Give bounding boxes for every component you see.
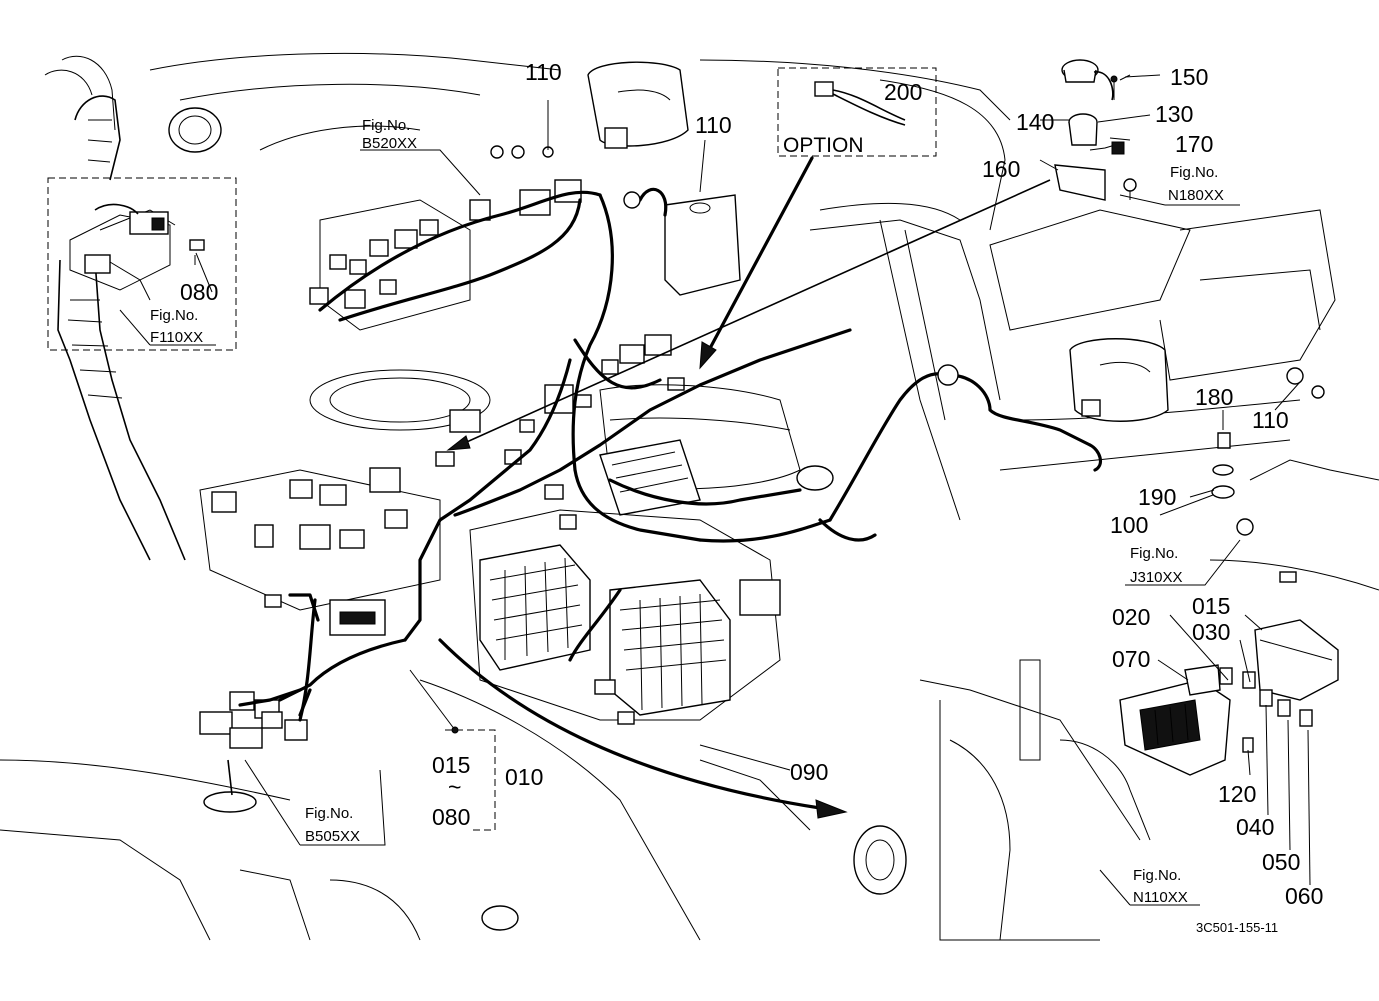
label-010: 010 <box>505 764 543 790</box>
part-number-labels: 110 110 200 OPTION 150 140 130 170 160 0… <box>180 59 1323 909</box>
fig-ref-n180-line2: N180XX <box>1168 187 1224 204</box>
inset-detail-box <box>47 177 237 351</box>
label-070: 070 <box>1112 646 1150 672</box>
fig-ref-n110-line2: N110XX <box>1133 889 1188 906</box>
label-160: 160 <box>982 156 1020 182</box>
fig-ref-n110-line1: Fig.No. <box>1133 867 1181 884</box>
leader-lines <box>119 74 1311 906</box>
label-190: 190 <box>1138 484 1176 510</box>
label-170: 170 <box>1175 131 1213 157</box>
main-wiring-harness <box>238 187 1103 722</box>
figure-references: Fig.No. B520XX Fig.No. N180XX Fig.No. F1… <box>150 117 1224 906</box>
option-label: OPTION <box>783 134 864 157</box>
label-040: 040 <box>1236 814 1274 840</box>
callout-arrows <box>438 74 1131 819</box>
label-020: 020 <box>1112 604 1150 630</box>
label-050: 050 <box>1262 849 1300 875</box>
drawing-code: 3C501-155-11 <box>1196 920 1278 935</box>
fig-ref-b505-line1: Fig.No. <box>305 805 353 822</box>
label-group-tilde: ~ <box>448 774 461 800</box>
label-150: 150 <box>1170 64 1208 90</box>
fig-ref-b505-line2: B505XX <box>305 828 360 845</box>
label-110-top: 110 <box>525 59 562 85</box>
label-100: 100 <box>1110 512 1148 538</box>
label-110-right: 110 <box>1252 407 1289 433</box>
label-140: 140 <box>1016 109 1054 135</box>
fig-ref-b520-line2: B520XX <box>362 135 417 152</box>
fig-ref-j310-line2: J310XX <box>1130 569 1183 586</box>
label-120: 120 <box>1218 781 1256 807</box>
fig-ref-j310-line1: Fig.No. <box>1130 545 1178 562</box>
tractor-body-outline <box>0 52 1379 941</box>
fig-ref-f110-line1: Fig.No. <box>150 307 198 324</box>
label-130: 130 <box>1155 101 1193 127</box>
label-030: 030 <box>1192 619 1230 645</box>
label-110-mid: 110 <box>695 112 732 138</box>
accessory-socket-assembly <box>1054 59 1137 201</box>
fig-ref-f110-line2: F110XX <box>150 329 203 346</box>
label-015-right: 015 <box>1192 593 1230 619</box>
label-200: 200 <box>884 79 922 105</box>
label-015-group: 015 <box>432 752 470 778</box>
fig-ref-b520-line1: Fig.No. <box>362 117 410 134</box>
label-180: 180 <box>1195 384 1233 410</box>
label-080-inset: 080 <box>180 279 218 305</box>
work-lamps <box>587 61 1169 422</box>
label-060: 060 <box>1285 883 1323 909</box>
label-090: 090 <box>790 759 828 785</box>
fig-ref-n180-line1: Fig.No. <box>1170 164 1218 181</box>
option-box <box>777 67 937 157</box>
dashboard-parts <box>199 145 1339 776</box>
label-080-group: 080 <box>432 804 470 830</box>
